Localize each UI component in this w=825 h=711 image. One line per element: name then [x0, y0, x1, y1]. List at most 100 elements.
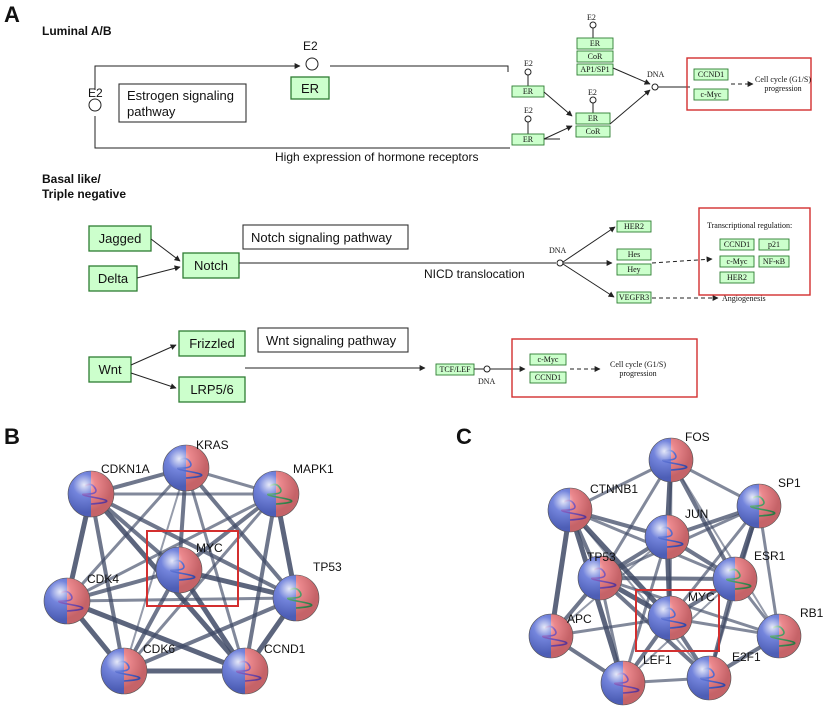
netB-node-tp53[interactable]: TP53: [272, 560, 342, 622]
cmyc-luminal-box[interactable]: [693, 88, 729, 101]
hes-box[interactable]: [616, 248, 652, 261]
wnt-pathway: Wnt Frizzled LRP5/6 Wnt signaling pathwa…: [88, 327, 698, 403]
netB-node-cdk4[interactable]: CDK4: [43, 572, 119, 625]
ccnd1-luminal-label: CCND1: [698, 70, 724, 79]
netB-edge-mapk1-cdk6: [122, 492, 278, 673]
notch-pathway: Jagged Delta Notch Notch signaling pathw…: [88, 207, 811, 304]
netC-node-ctnnb1[interactable]: CTNNB1: [547, 482, 638, 533]
netB-node-kras[interactable]: KRAS: [162, 438, 229, 492]
er-upper-box[interactable]: [511, 85, 545, 98]
e2-small-upper-label: E2: [524, 59, 533, 68]
netC-node-gloss-fos: [649, 438, 693, 482]
e2-complex-mid: [589, 96, 597, 104]
netC-node-sp1[interactable]: SP1: [736, 476, 801, 529]
netB-node-outline-myc: [155, 546, 203, 594]
netC-node-gloss-esr1: [713, 557, 757, 601]
wnt-outcome-line1: Cell cycle (G1/S): [610, 360, 666, 369]
netB-node-label-cdkn1a: CDKN1A: [101, 462, 150, 476]
reg-nfkb-box[interactable]: [758, 255, 790, 268]
wnt-pathway-box[interactable]: [257, 327, 409, 353]
netC-node-jun[interactable]: JUN: [644, 507, 708, 560]
cor-complex-top-label: CoR: [588, 52, 603, 61]
notch-pathway-label: Notch signaling pathway: [251, 230, 392, 245]
cor-complex-top-box[interactable]: [576, 50, 614, 63]
netB-node-cdk6[interactable]: CDK6: [100, 642, 175, 695]
reg-her2-box[interactable]: [719, 271, 755, 284]
hey-box[interactable]: [616, 263, 652, 276]
delta-box[interactable]: [88, 265, 138, 292]
netB-node-gloss-kras: [163, 445, 209, 491]
netB-node-label-cdk4: CDK4: [87, 572, 119, 586]
netB-node-cdkn1a[interactable]: CDKN1A: [67, 462, 150, 518]
reg-cmyc-box[interactable]: [719, 255, 755, 268]
notch-pathway-box[interactable]: [242, 224, 409, 250]
netC-node-outline-esr1: [712, 556, 758, 602]
her2-label: HER2: [624, 222, 644, 231]
netB-node-ccnd1[interactable]: CCND1: [221, 642, 306, 695]
section-basal-line2: Triple negative: [42, 187, 126, 201]
netC-node-tp53[interactable]: TP53: [577, 550, 623, 601]
er-main-box[interactable]: [290, 76, 330, 100]
netC-node-label-lef1: LEF1: [643, 653, 672, 667]
netB-node-gloss-ccnd1: [222, 648, 268, 694]
vegfr3-box[interactable]: [616, 291, 652, 304]
jagged-box[interactable]: [88, 225, 152, 252]
wnt-to-frizzled: [130, 344, 177, 366]
wnt-box[interactable]: [88, 356, 132, 383]
section-basal-line1: Basal like/: [42, 172, 101, 186]
netC-node-outline-ctnnb1: [547, 487, 593, 533]
netC-node-e2f1[interactable]: E2F1: [686, 650, 761, 701]
netB-node-mapk1[interactable]: MAPK1: [252, 462, 334, 518]
cor-complex-mid-box[interactable]: [575, 125, 611, 138]
wnt-outcome-line2: progression: [619, 369, 656, 378]
netC-node-myc[interactable]: MYC: [647, 590, 715, 641]
netC-node-label-ctnnb1: CTNNB1: [590, 482, 638, 496]
er-complex-mid-box[interactable]: [575, 112, 611, 125]
netC-node-esr1[interactable]: ESR1: [712, 549, 786, 602]
notch-reg-title: Transcriptional regulation:: [707, 221, 792, 230]
netB-node-outline-kras: [162, 444, 210, 492]
ccnd1-wnt-label: CCND1: [535, 373, 561, 382]
netC-node-outline-tp53: [577, 555, 623, 601]
e2-top-label: E2: [303, 39, 318, 53]
lrp-box[interactable]: [178, 376, 246, 403]
estrogen-pathway-box[interactable]: [118, 83, 247, 123]
netC-node-outline-lef1: [600, 660, 646, 706]
reg-nfkb-label: NF-κB: [763, 257, 785, 266]
netB-node-myc[interactable]: MYC: [155, 541, 223, 594]
ccnd1-luminal-box[interactable]: [693, 68, 729, 81]
notch-box[interactable]: [182, 252, 240, 279]
wnt-to-lrp: [130, 372, 177, 390]
er-lower-label: ER: [523, 135, 534, 144]
cmyc-wnt-box[interactable]: [529, 353, 567, 366]
netC-node-rb1[interactable]: RB1: [756, 606, 824, 659]
section-luminal: Luminal A/B: [42, 24, 112, 38]
netC-node-fos[interactable]: FOS: [648, 430, 710, 483]
frizzled-box[interactable]: [178, 330, 246, 357]
myc-highlight-c: [635, 589, 720, 652]
e2-small-lower-label: E2: [524, 106, 533, 115]
netC-node-label-esr1: ESR1: [754, 549, 786, 563]
tcflef-label: TCF/LEF: [439, 365, 471, 374]
vegfr3-label: VEGFR3: [619, 293, 649, 302]
reg-ccnd1-box[interactable]: [719, 238, 755, 251]
netC-node-apc[interactable]: APC: [528, 612, 592, 659]
er-complex-top-box[interactable]: [576, 37, 614, 50]
netB-node-gloss-tp53: [273, 575, 319, 621]
hes-label: Hes: [628, 250, 640, 259]
netC-edge-fos-esr1: [669, 458, 737, 581]
lrp-label: LRP5/6: [190, 382, 233, 397]
panel-label-a: A: [4, 2, 20, 27]
luminal-outcome-line2: progression: [764, 84, 801, 93]
netB-edge-tp53-cdk6: [122, 596, 298, 673]
ccnd1-wnt-box[interactable]: [529, 371, 567, 384]
wnt-outcome-box: [511, 338, 698, 398]
ap1sp1-box[interactable]: [576, 63, 614, 76]
reg-p21-box[interactable]: [758, 238, 790, 251]
luminal-outcome-line1: Cell cycle (G1/S): [755, 75, 811, 84]
reg-her2-label: HER2: [727, 273, 747, 282]
netC-node-lef1[interactable]: LEF1: [600, 653, 672, 706]
her2-box[interactable]: [616, 220, 652, 233]
